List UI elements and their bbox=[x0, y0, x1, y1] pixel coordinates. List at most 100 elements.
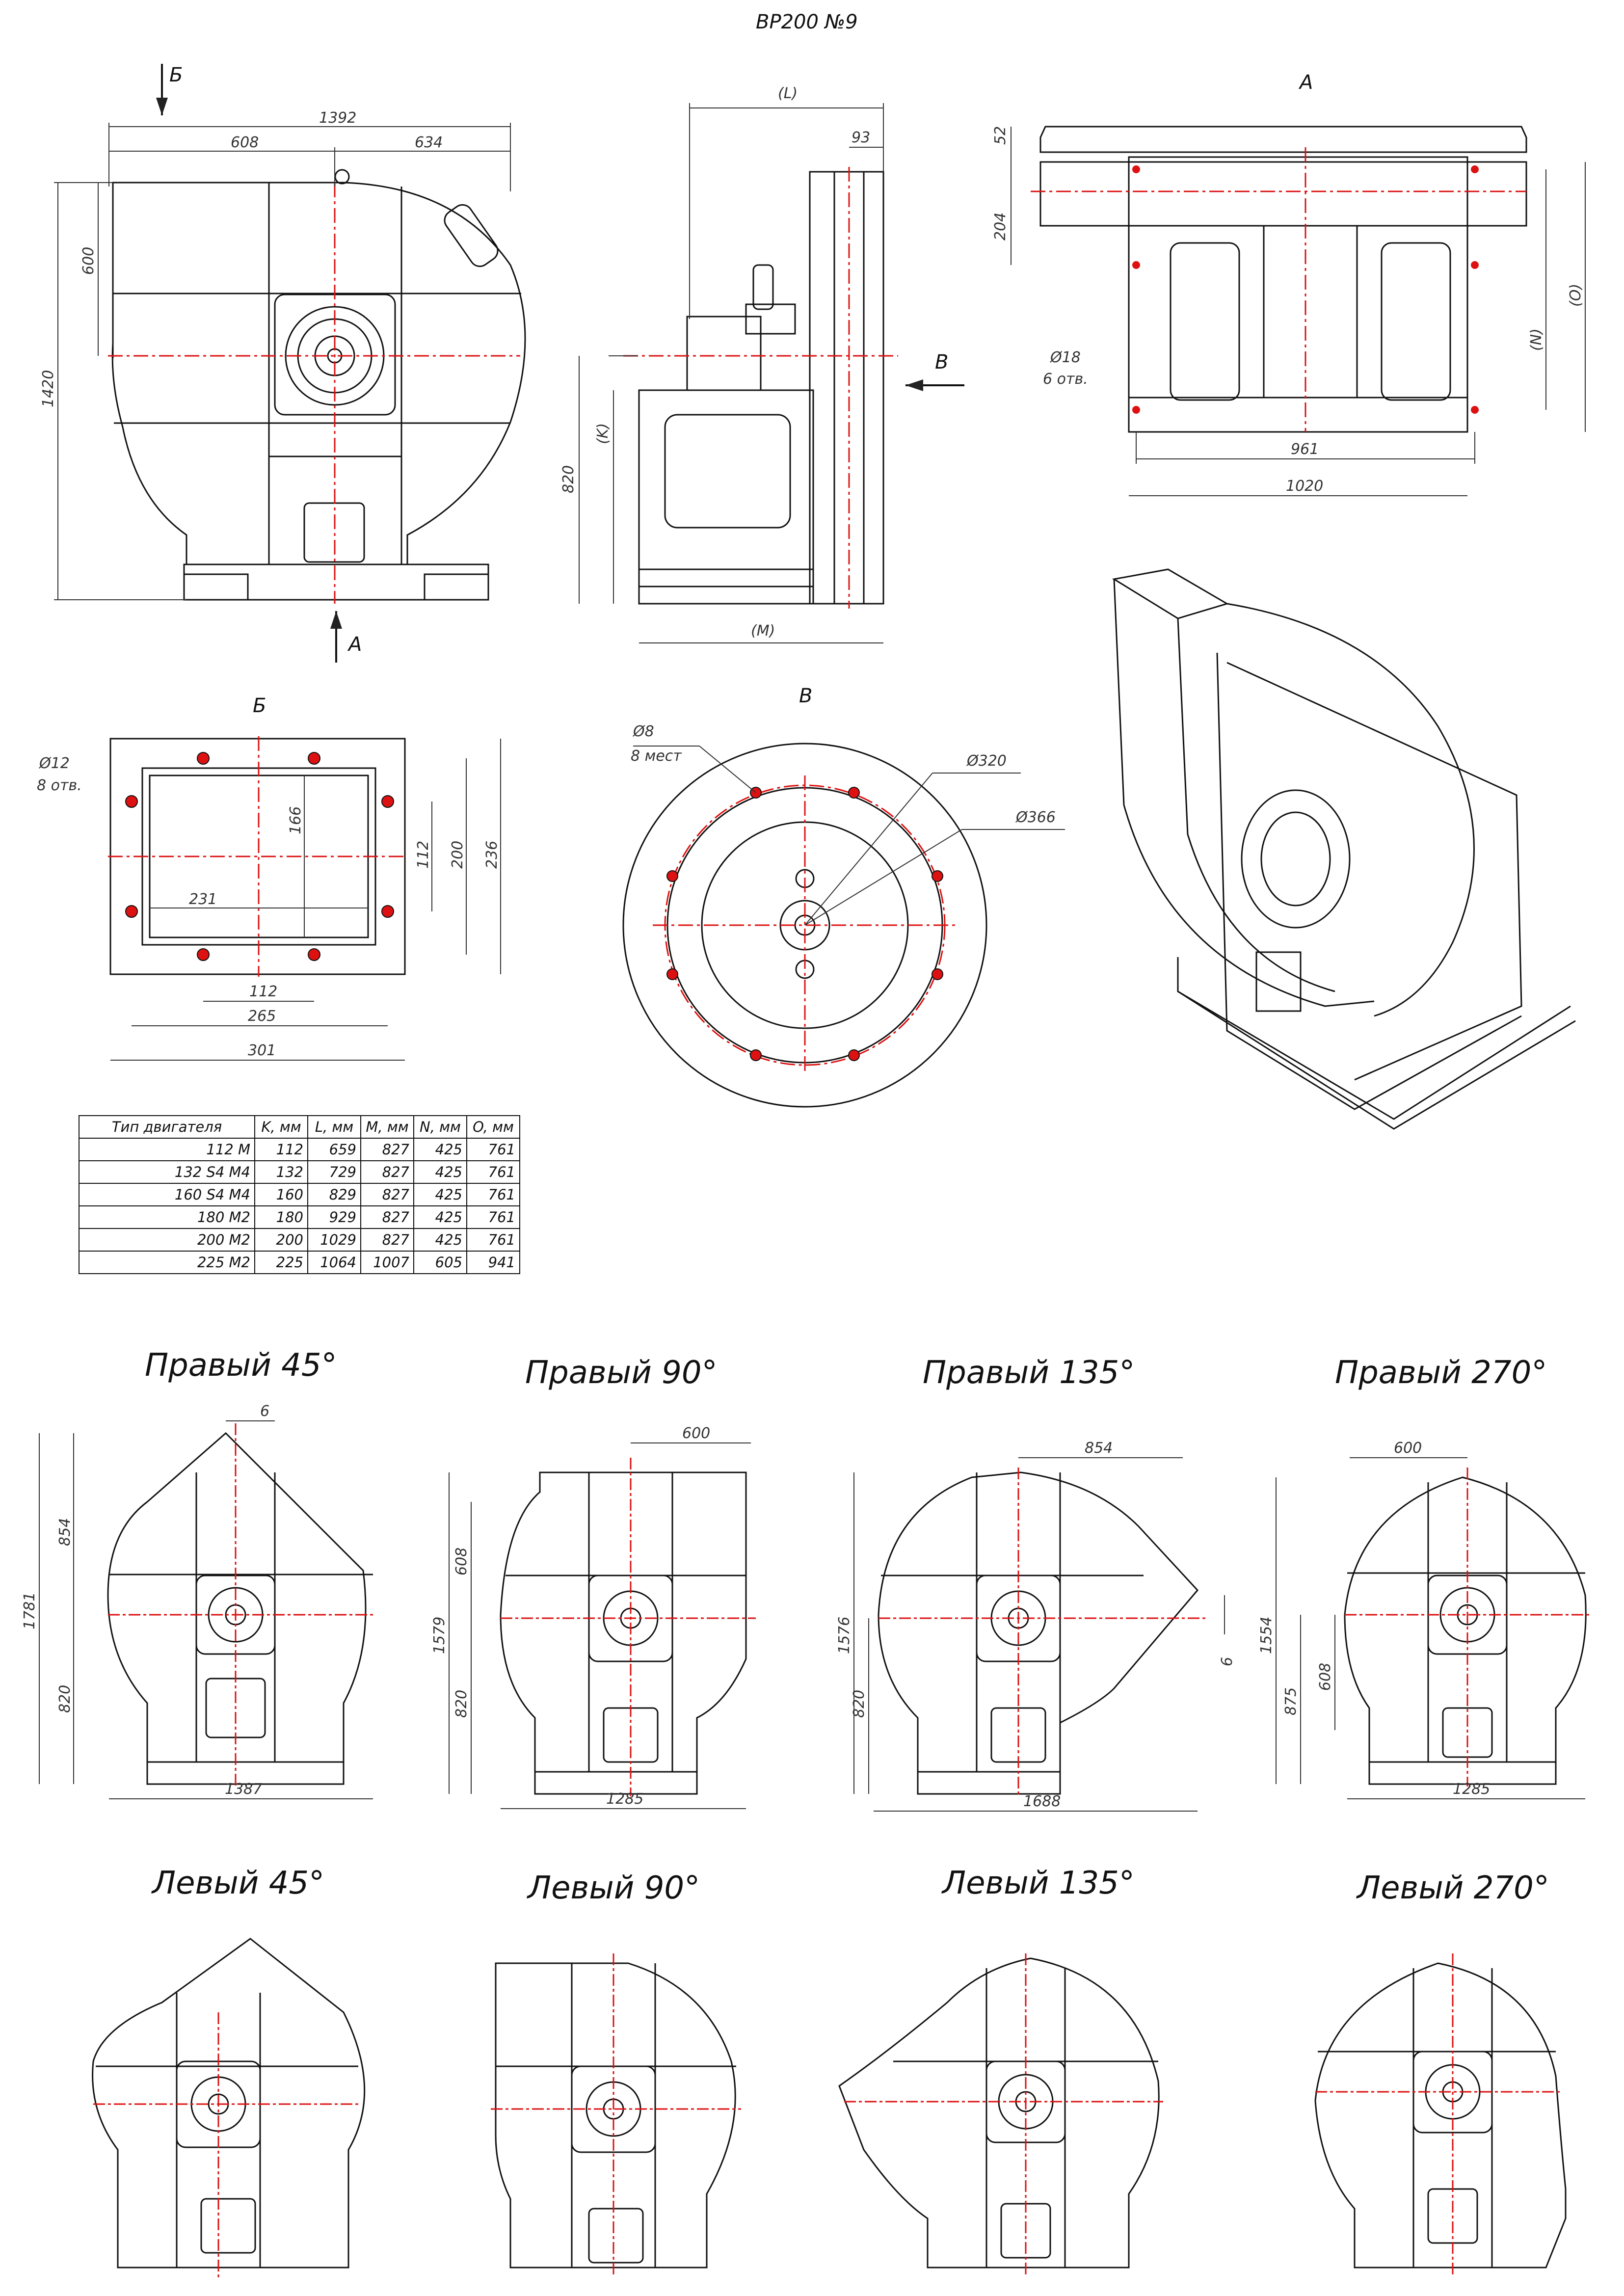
view-v-title: В bbox=[799, 685, 813, 707]
flange-b-dim-236: 236 bbox=[483, 841, 501, 869]
view-b-arrow-label: Б bbox=[169, 64, 183, 86]
flange-v-holes bbox=[666, 787, 943, 1061]
table-cell: 1064 bbox=[307, 1251, 361, 1274]
variant-r270-drawing bbox=[1344, 1476, 1587, 1785]
flange-b-dim-265: 265 bbox=[248, 1008, 276, 1025]
side-dim-M: (M) bbox=[751, 622, 775, 640]
table-cell: 180 bbox=[254, 1205, 308, 1229]
variant-r45-drawing bbox=[107, 1432, 373, 1785]
flange-v-dim-320: Ø320 bbox=[966, 752, 1007, 770]
r270-dim-875: 875 bbox=[1282, 1687, 1300, 1715]
flange-b-dim-200: 200 bbox=[449, 841, 466, 869]
table-cell: 425 bbox=[413, 1160, 467, 1184]
r90-dim-608: 608 bbox=[453, 1548, 470, 1575]
top-dim-1020: 1020 bbox=[1286, 478, 1323, 495]
r45-dim-854: 854 bbox=[56, 1518, 74, 1546]
variant-r90-drawing bbox=[500, 1471, 747, 1795]
table-cell: 761 bbox=[466, 1228, 520, 1252]
top-dim-hole-d: Ø18 bbox=[1049, 349, 1081, 366]
r135-dim-854: 854 bbox=[1085, 1440, 1113, 1457]
table-row: 112 M 112 659 827 425 761 bbox=[79, 1138, 520, 1161]
r270-dim-1554: 1554 bbox=[1258, 1617, 1275, 1654]
variant-r45-label: Правый 45° bbox=[145, 1347, 337, 1384]
r90-dim-1579: 1579 bbox=[431, 1617, 448, 1654]
table-cell: 827 bbox=[360, 1205, 414, 1229]
flange-b-dim-301: 301 bbox=[248, 1042, 276, 1059]
flange-b-dim-112v: 112 bbox=[415, 841, 432, 869]
front-dim-left-width: 608 bbox=[231, 134, 259, 151]
r270-dim-1285: 1285 bbox=[1453, 1781, 1490, 1798]
view-a-arrow-label: А bbox=[348, 633, 362, 656]
side-view bbox=[638, 171, 884, 605]
top-dim-N: (N) bbox=[1528, 328, 1545, 351]
flange-v-dim-366: Ø366 bbox=[1015, 809, 1056, 826]
r45-dim-6: 6 bbox=[260, 1403, 269, 1420]
table-cell: 941 bbox=[466, 1251, 520, 1274]
side-dim-K: (K) bbox=[594, 423, 612, 444]
view-v-arrow-label: В bbox=[935, 351, 949, 374]
table-cell: 605 bbox=[413, 1251, 467, 1274]
r90-dim-600: 600 bbox=[682, 1425, 710, 1442]
top-view-holes bbox=[1132, 165, 1479, 414]
variant-l135-drawing bbox=[838, 1957, 1160, 2269]
table-row: 200 M2 200 1029 827 425 761 bbox=[79, 1228, 520, 1252]
r270-dim-600: 600 bbox=[1394, 1440, 1422, 1457]
r90-dim-820: 820 bbox=[453, 1690, 470, 1718]
table-row: 132 S4 M4 132 729 827 425 761 bbox=[79, 1160, 520, 1184]
flange-v-hole-d: Ø8 bbox=[632, 723, 654, 740]
table-cell: 225 bbox=[254, 1251, 308, 1274]
motor-table-header: K, мм bbox=[254, 1115, 308, 1139]
front-dim-overall-width: 1392 bbox=[319, 109, 356, 127]
front-dim-upper-height: 600 bbox=[80, 247, 97, 275]
table-cell: 1007 bbox=[360, 1251, 414, 1274]
table-cell: 132 bbox=[254, 1160, 308, 1184]
front-dimensions bbox=[54, 123, 511, 600]
table-cell: 827 bbox=[360, 1138, 414, 1161]
table-cell: 761 bbox=[466, 1160, 520, 1184]
top-dim-52: 52 bbox=[992, 126, 1009, 145]
table-cell: 827 bbox=[360, 1228, 414, 1252]
side-dim-93: 93 bbox=[852, 129, 870, 146]
table-cell: 827 bbox=[360, 1183, 414, 1206]
r45-dim-820: 820 bbox=[56, 1685, 74, 1713]
motor-spec-table: Тип двигателя K, мм L, мм M, мм N, мм O,… bbox=[79, 1115, 520, 1274]
table-cell: 425 bbox=[413, 1138, 467, 1161]
r135-dim-820: 820 bbox=[851, 1690, 868, 1718]
table-row: 160 S4 M4 160 829 827 425 761 bbox=[79, 1183, 520, 1206]
flange-b-hole-d: Ø12 bbox=[38, 755, 70, 772]
variant-r135-drawing bbox=[878, 1471, 1199, 1795]
variant-r270-label: Правый 270° bbox=[1335, 1355, 1547, 1391]
table-cell: 112 bbox=[254, 1138, 308, 1161]
variant-r135-label: Правый 135° bbox=[923, 1355, 1135, 1391]
isometric-view bbox=[1112, 568, 1576, 1130]
table-cell: 761 bbox=[466, 1138, 520, 1161]
flange-v-hole-n: 8 мест bbox=[631, 748, 682, 765]
table-row: 180 M2 180 929 827 425 761 bbox=[79, 1205, 520, 1229]
table-cell: 659 bbox=[307, 1138, 361, 1161]
table-cell: 1029 bbox=[307, 1228, 361, 1252]
side-dim-820: 820 bbox=[560, 465, 577, 493]
side-dim-L: (L) bbox=[778, 85, 798, 102]
table-cell: 761 bbox=[466, 1183, 520, 1206]
variant-l135-label: Левый 135° bbox=[942, 1865, 1135, 1901]
table-cell: 180 M2 bbox=[79, 1205, 255, 1229]
table-cell: 761 bbox=[466, 1205, 520, 1229]
table-cell: 827 bbox=[360, 1160, 414, 1184]
flange-b-dimensions bbox=[110, 739, 501, 1061]
variant-l90-drawing bbox=[495, 1962, 736, 2269]
front-view bbox=[111, 169, 526, 601]
r45-dim-1781: 1781 bbox=[21, 1592, 38, 1629]
top-view-dimensions bbox=[1011, 127, 1586, 496]
table-cell: 425 bbox=[413, 1228, 467, 1252]
motor-table-header: L, мм bbox=[307, 1115, 361, 1139]
motor-table-header-row: Тип двигателя K, мм L, мм M, мм N, мм O,… bbox=[79, 1115, 520, 1139]
table-row: 225 M2 225 1064 1007 605 941 bbox=[79, 1251, 520, 1274]
table-cell: 425 bbox=[413, 1205, 467, 1229]
variant-l90-label: Левый 90° bbox=[528, 1870, 700, 1906]
table-cell: 160 S4 M4 bbox=[79, 1183, 255, 1206]
flange-b-hole-n: 8 отв. bbox=[37, 777, 82, 794]
front-dim-height: 1420 bbox=[40, 370, 57, 407]
variant-l270-label: Левый 270° bbox=[1357, 1870, 1549, 1906]
r45-dim-1387: 1387 bbox=[225, 1781, 262, 1798]
table-cell: 425 bbox=[413, 1183, 467, 1206]
